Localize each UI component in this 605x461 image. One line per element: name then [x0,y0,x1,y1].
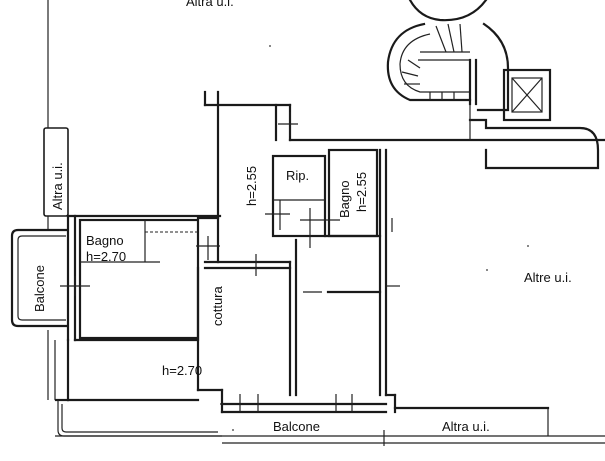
label-altra-left: Altra u.i. [50,162,65,210]
label-ripostiglio: Rip. [286,168,309,183]
label-corridor-height: h=2.55 [244,166,259,206]
left-projection [43,127,69,217]
label-balcone-bottom: Balcone [273,419,320,434]
opening-marks [60,112,400,446]
label-balcone-left: Balcone [32,265,47,312]
label-bagno-right: Bagno [337,180,352,218]
label-bagno-right-height: h=2.55 [354,172,369,212]
label-cottura: cottura [210,285,225,326]
stair-landing [468,104,600,170]
elevator-shaft [502,68,552,122]
label-altra-bottom: Altra u.i. [442,419,490,434]
spiral-staircase [386,0,510,112]
left-balcony [10,228,68,328]
plan-dots [232,45,529,431]
label-bagno-left-height: h=2.70 [86,249,126,264]
label-altra-top: Altra u.i. [186,0,234,9]
label-living-height: h=2.70 [162,363,202,378]
label-altre-right: Altre u.i. [524,270,572,285]
boundary-walls [47,0,605,444]
label-bagno-left: Bagno [86,233,124,248]
apartment-walls [54,90,605,414]
bottom-balcony [57,400,222,437]
